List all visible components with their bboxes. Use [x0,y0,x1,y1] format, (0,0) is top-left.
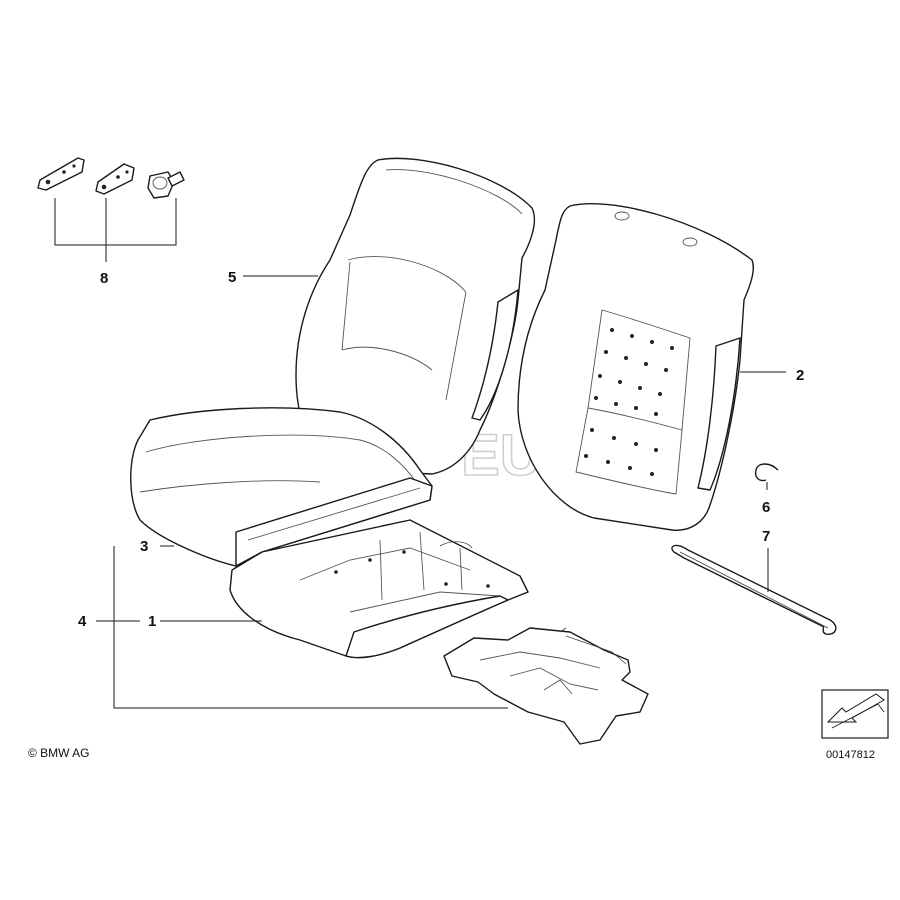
callout-8[interactable]: 8 [100,270,108,287]
backrest-cover-icon[interactable] [295,157,536,475]
backrest-foam-pad-icon[interactable] [517,203,754,531]
tension-wire-icon[interactable] [671,544,837,635]
callout-6[interactable]: 6 [762,499,770,516]
diagram-number: 00147812 [826,749,875,761]
hog-ring-clip-icon[interactable] [754,463,779,482]
bracket-and-bolt-set-icon[interactable] [37,157,185,199]
callout-7[interactable]: 7 [762,528,770,545]
seat-cushion-frame-cover-icon[interactable] [229,519,529,659]
callout-5[interactable]: 5 [228,269,236,286]
seat-cushion-upholstery-icon[interactable] [130,407,433,567]
leader-8 [54,198,177,262]
view-direction-icon [821,689,889,739]
callout-3[interactable]: 3 [140,538,148,555]
callout-4[interactable]: 4 [78,613,87,630]
cushion-assembly-bracket-icon[interactable] [443,627,649,745]
callout-1[interactable]: 1 [148,613,156,630]
leader-4-bracket [113,546,508,709]
copyright-text: © BMW AG [28,746,90,760]
callout-2[interactable]: 2 [796,367,804,384]
foam-pad-dots [584,328,674,476]
